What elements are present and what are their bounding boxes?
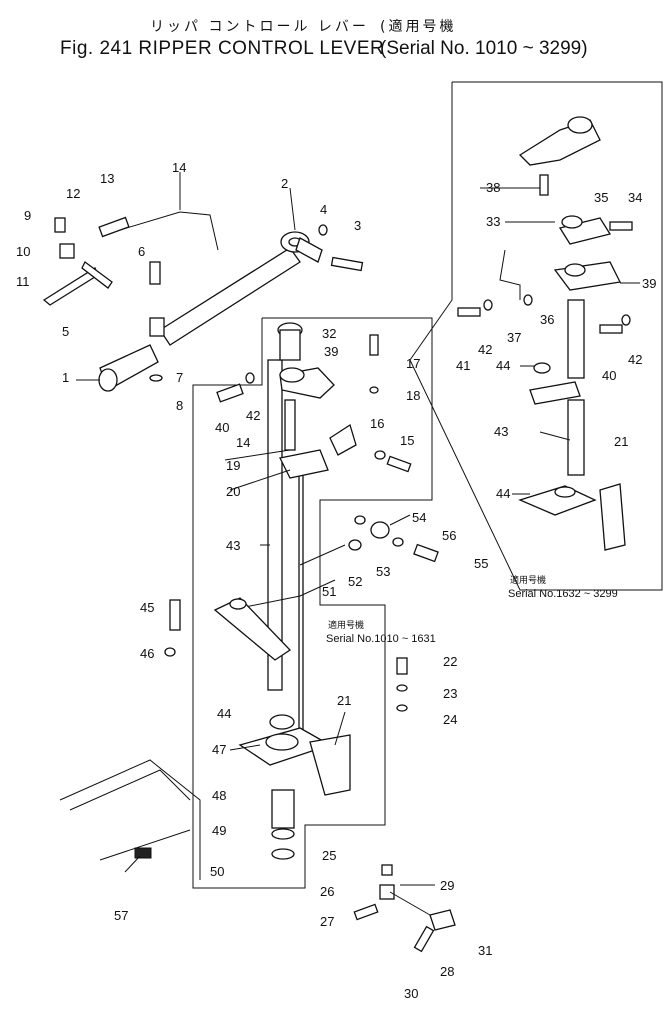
callout-51: 51	[322, 584, 336, 599]
callout-23: 23	[443, 686, 457, 701]
callout-22: 22	[443, 654, 457, 669]
callout-50: 50	[210, 864, 224, 879]
callout-6: 6	[138, 244, 145, 259]
callout-44-inset-upper: 44	[496, 358, 510, 373]
callout-34: 34	[628, 190, 642, 205]
main-column-assembly	[164, 322, 456, 953]
chassis-fragment	[59, 759, 201, 880]
callout-43-main: 43	[226, 538, 240, 553]
callout-25: 25	[322, 848, 336, 863]
callout-39-inset: 39	[642, 276, 656, 291]
note-lower-jp: 適用号機	[328, 619, 364, 631]
callout-49: 49	[212, 823, 226, 838]
callout-9: 9	[24, 208, 31, 223]
callout-46: 46	[140, 646, 154, 661]
callout-10: 10	[16, 244, 30, 259]
callout-14-upper: 14	[172, 160, 186, 175]
callout-40-main: 40	[215, 420, 229, 435]
callout-21-main: 21	[337, 693, 351, 708]
callout-44-inset-lower: 44	[496, 486, 510, 501]
callout-18: 18	[406, 388, 420, 403]
callout-2: 2	[281, 176, 288, 191]
callout-26: 26	[320, 884, 334, 899]
callout-8: 8	[176, 398, 183, 413]
title-japanese-serial: (適用号機	[380, 19, 457, 35]
inset-frame-main	[192, 317, 433, 889]
title-japanese: リッパ コントロール レバー	[150, 19, 369, 35]
note-lower-serial: Serial No.1010 ~ 1631	[326, 633, 436, 645]
callout-1: 1	[62, 370, 69, 385]
callout-20: 20	[226, 484, 240, 499]
leader-lines	[76, 172, 640, 886]
callout-40-inset: 40	[602, 368, 616, 383]
callout-33: 33	[486, 214, 500, 229]
callout-27: 27	[320, 914, 334, 929]
inset-parts-late-serial	[457, 116, 633, 551]
callout-7: 7	[176, 370, 183, 385]
callout-29: 29	[440, 878, 454, 893]
callout-54: 54	[412, 510, 426, 525]
callout-44-main: 44	[217, 706, 231, 721]
figure-title: Fig. 241 RIPPER CONTROL LEVER	[60, 38, 385, 59]
callout-57: 57	[114, 908, 128, 923]
callout-5: 5	[62, 324, 69, 339]
callout-16: 16	[370, 416, 384, 431]
callout-24: 24	[443, 712, 457, 727]
callout-36: 36	[540, 312, 554, 327]
callout-43-inset: 43	[494, 424, 508, 439]
callout-39-main: 39	[324, 344, 338, 359]
callout-11: 11	[16, 274, 30, 289]
callout-38: 38	[486, 180, 500, 195]
note-upper-serial: Serial No.1632 ~ 3299	[508, 588, 618, 600]
callout-21-inset: 21	[614, 434, 628, 449]
callout-31: 31	[478, 943, 492, 958]
note-upper-jp: 適用号機	[510, 574, 546, 586]
control-lever-assembly	[42, 211, 364, 392]
callout-4: 4	[320, 202, 327, 217]
callout-14-lower: 14	[236, 435, 250, 450]
callout-13: 13	[100, 171, 114, 186]
callout-3: 3	[354, 218, 361, 233]
callout-30: 30	[404, 986, 418, 1001]
callout-32: 32	[322, 326, 336, 341]
callout-47: 47	[212, 742, 226, 757]
callout-15: 15	[400, 433, 414, 448]
callout-35: 35	[594, 190, 608, 205]
callout-41: 41	[456, 358, 470, 373]
callout-37: 37	[507, 330, 521, 345]
callout-56: 56	[442, 528, 456, 543]
callout-42-inset-right: 42	[628, 352, 642, 367]
callout-45: 45	[140, 600, 154, 615]
figure-serial-range: (Serial No. 1010 ~ 3299)	[380, 38, 588, 59]
callout-labels: 1 2 3 4 5 6 7 8 9 10 11 12 13 14 14 15 1…	[16, 160, 656, 1001]
callout-17: 17	[406, 356, 420, 371]
callout-19: 19	[226, 458, 240, 473]
inset-frame-upper-right	[409, 81, 663, 591]
callout-55: 55	[474, 556, 488, 571]
callout-53: 53	[376, 564, 390, 579]
callout-48: 48	[212, 788, 226, 803]
callout-42-main: 42	[246, 408, 260, 423]
callout-12: 12	[66, 186, 80, 201]
callout-28: 28	[440, 964, 454, 979]
callout-42-inset-left: 42	[478, 342, 492, 357]
callout-52: 52	[348, 574, 362, 589]
